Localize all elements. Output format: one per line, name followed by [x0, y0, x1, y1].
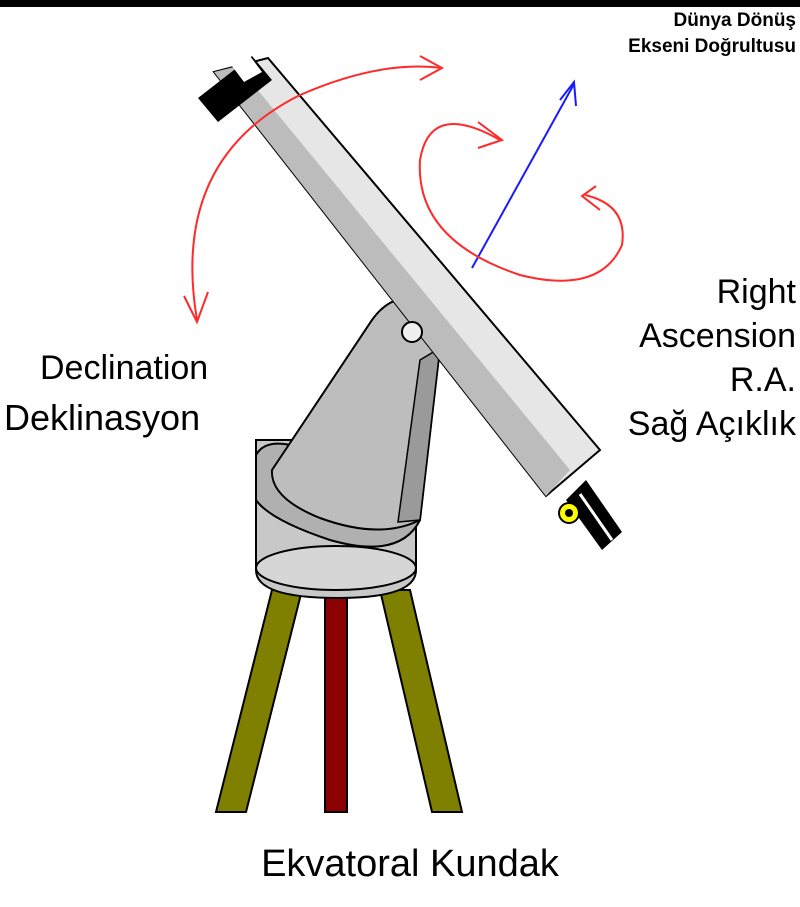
earth-axis-line1: Dünya Dönüş [673, 10, 796, 31]
tube-front-cap-ring [232, 56, 262, 82]
declination-english-label: Declination [40, 349, 209, 387]
telescope-tube-shade [214, 66, 570, 496]
earth-axis-arrow [471, 83, 575, 269]
declination-pivot [401, 321, 423, 343]
ra-line3: R.A. [729, 361, 796, 399]
diagram-title: Ekvatoral Kundak [261, 843, 559, 885]
ra-line1: Right [716, 273, 796, 311]
right-ascension-arrow [418, 123, 624, 282]
mount-base-rim [255, 545, 417, 591]
right-ascension-label: Right Ascension R.A. Sağ Açıklık [556, 270, 796, 446]
tripod-leg-right [378, 589, 464, 813]
tripod-leg-left [214, 589, 304, 813]
tripod-leg-center [324, 589, 348, 813]
earth-axis-line2: Ekseni Doğrultusu [628, 36, 796, 57]
top-border [0, 0, 800, 7]
declination-arrow [191, 65, 443, 321]
declination-turkish-label: Deklinasyon [4, 397, 201, 438]
ra-line2: Ascension [639, 317, 796, 355]
earth-axis-label: Dünya Dönüş Ekseni Doğrultusu [520, 8, 796, 60]
ra-line4: Sağ Açıklık [627, 405, 796, 443]
